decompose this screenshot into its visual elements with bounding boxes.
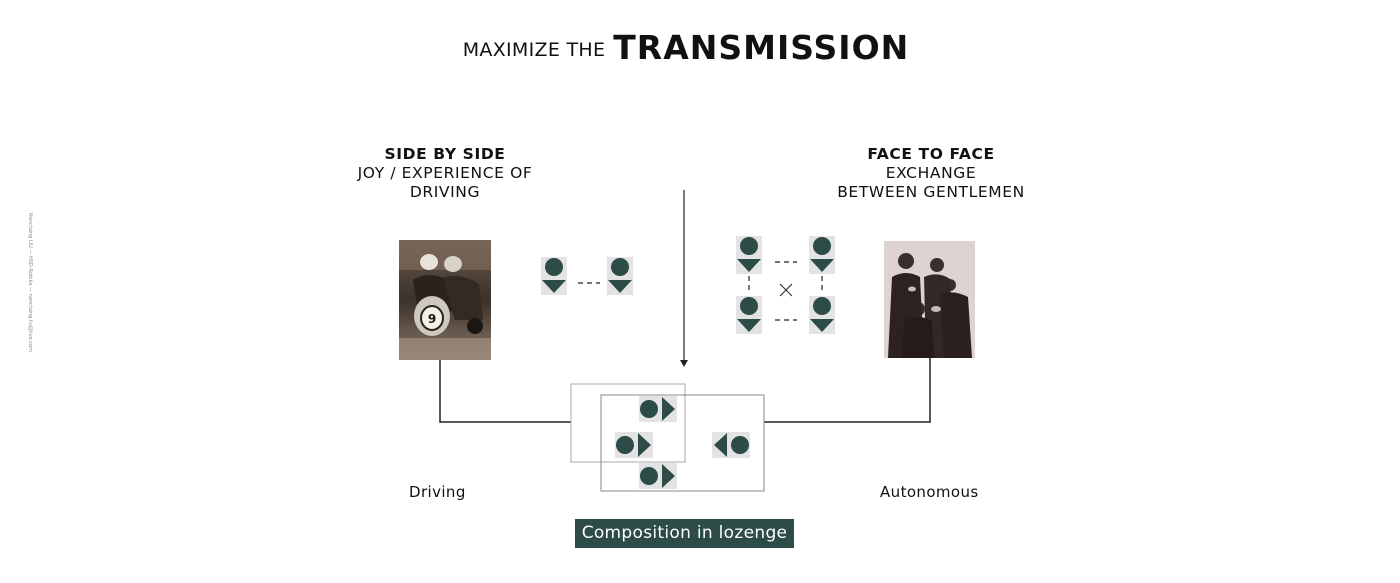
face-to-face-title: FACE TO FACE (867, 145, 995, 163)
gentlemen-photo (884, 241, 975, 358)
piece-left-2 (607, 257, 633, 295)
side-credit: Nanchang LIU — HSD-Rubika — nanchang.liu… (27, 213, 33, 352)
left-connector (439, 360, 571, 423)
piece-right-4 (809, 296, 835, 334)
composition-frame-back (570, 383, 686, 463)
driving-label: Driving (409, 483, 466, 501)
side-by-side-pair (541, 257, 633, 295)
face-to-face-heading: FACE TO FACE EXCHANGE BETWEEN GENTLEMEN (811, 145, 1051, 202)
composition-frame-front (600, 394, 765, 492)
side-by-side-title: SIDE BY SIDE (384, 145, 506, 163)
piece-comp-top (639, 396, 677, 422)
face-to-face-line2: BETWEEN GENTLEMEN (837, 183, 1025, 201)
piece-comp-bottom (639, 463, 677, 489)
side-by-side-line1: JOY / EXPERIENCE OF (357, 164, 533, 182)
piece-comp-mid (615, 432, 653, 458)
title-prefix: MAXIMIZE THE (462, 39, 606, 61)
side-by-side-line2: DRIVING (409, 183, 481, 201)
race-number: 9 (428, 312, 436, 326)
title-main: TRANSMISSION (613, 28, 910, 67)
page-title: MAXIMIZE THE TRANSMISSION (0, 28, 1372, 67)
sidecar-photo: 9 (399, 240, 491, 360)
autonomous-label: Autonomous (880, 483, 979, 501)
piece-comp-opposite (712, 432, 750, 458)
down-arrow (680, 190, 688, 367)
side-by-side-heading: SIDE BY SIDE JOY / EXPERIENCE OF DRIVING (330, 145, 560, 202)
lozenge-composition (615, 396, 750, 489)
composition-caption: Composition in lozenge (575, 519, 794, 548)
face-to-face-line1: EXCHANGE (885, 164, 977, 182)
right-connector (764, 358, 931, 423)
piece-right-3 (736, 296, 762, 334)
piece-right-2 (809, 236, 835, 274)
piece-left-1 (541, 257, 567, 295)
piece-right-1 (736, 236, 762, 274)
face-to-face-group (736, 236, 835, 334)
